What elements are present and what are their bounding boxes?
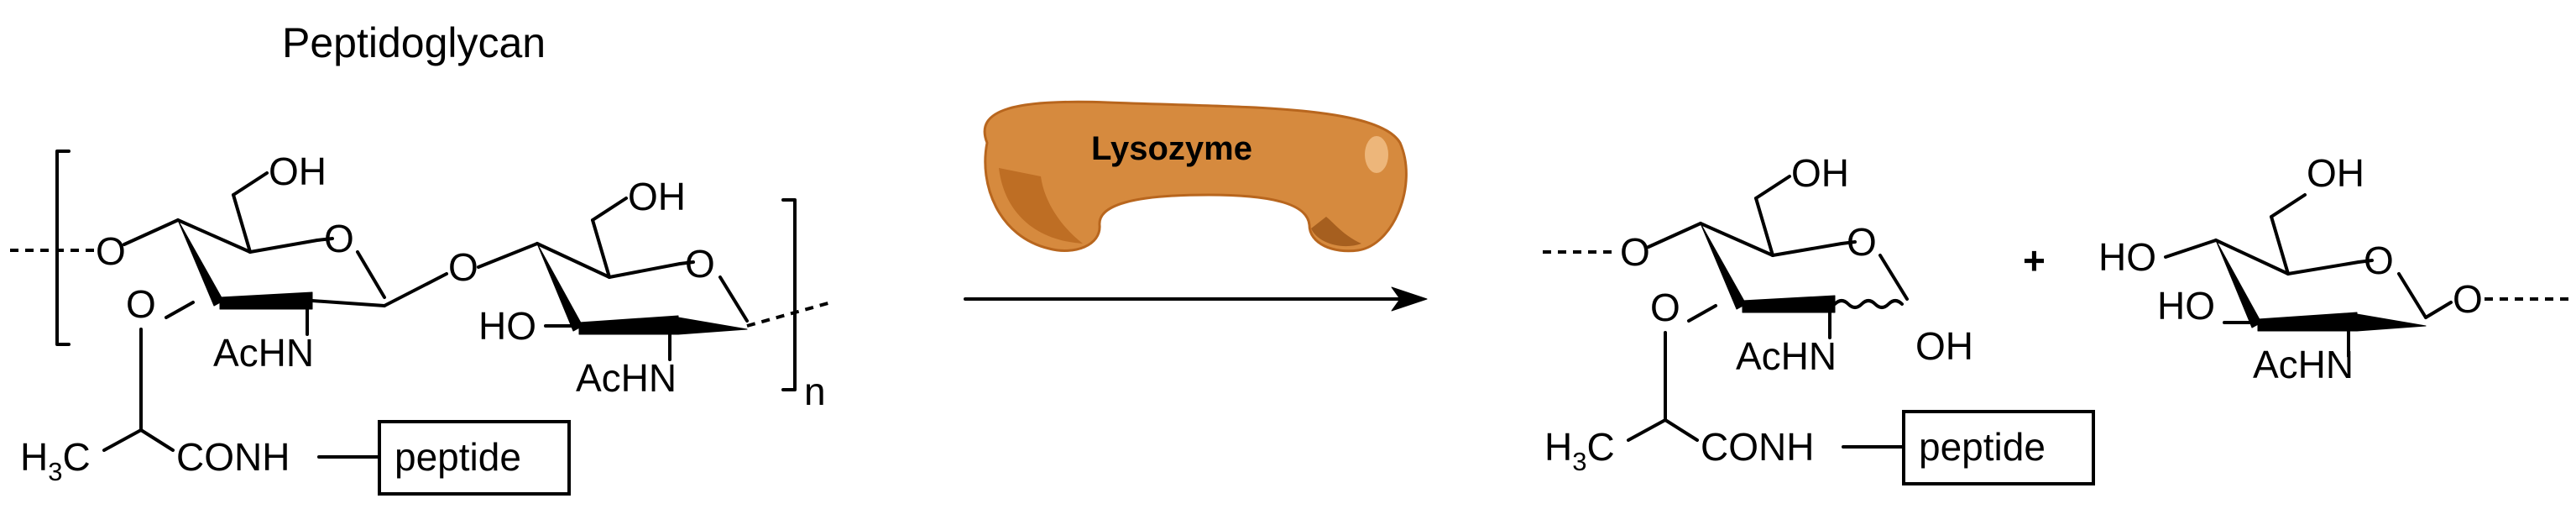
- p2-ho-2: HO: [2157, 284, 2215, 328]
- peptidoglycan-structure: n O OH O AcHN O O OH: [10, 150, 832, 496]
- p2-achn: AcHN: [2253, 343, 2354, 386]
- p1-o-left: O: [1620, 230, 1650, 274]
- lysozyme-enzyme: Lysozyme: [983, 100, 1408, 253]
- plus-sign: +: [2023, 239, 2046, 282]
- right-bracket: [781, 198, 797, 391]
- p1-h3c: H3C: [1544, 425, 1615, 476]
- repeat-n: n: [804, 370, 826, 413]
- h3c-label: H3C: [20, 435, 91, 486]
- conh-label: CONH: [176, 435, 290, 479]
- o-left-label: O: [96, 229, 126, 273]
- left-bracket: [55, 150, 71, 346]
- ring2-o-ring: O: [685, 242, 715, 286]
- p1-conh: CONH: [1701, 425, 1814, 469]
- peptide-label: peptide: [394, 435, 521, 479]
- p1-wavy-bond: [1833, 299, 1904, 309]
- arrow-head: [1391, 286, 1428, 312]
- ring1-oh: OH: [269, 150, 327, 193]
- title: Peptidoglycan: [282, 19, 546, 66]
- product-1-structure: O OH O OH AcHN O H3C CONH peptide: [1543, 151, 2095, 485]
- p2-ho-1: HO: [2098, 235, 2156, 279]
- ring1-o-ether: O: [126, 282, 156, 326]
- p1-o-ring: O: [1847, 220, 1877, 264]
- ring2-ho: HO: [478, 304, 536, 348]
- chain-dash-right: [746, 301, 832, 328]
- enzyme-label: Lysozyme: [1091, 130, 1252, 167]
- ring2-oh: OH: [628, 175, 686, 218]
- ring1-achn: AcHN: [213, 331, 314, 375]
- peptide-box: [378, 420, 571, 496]
- p1-oh-anomeric: OH: [1915, 324, 1973, 368]
- link-o: O: [448, 245, 478, 289]
- p2-o-right: O: [2453, 277, 2483, 321]
- enzyme-shape: [983, 100, 1408, 253]
- p2-oh-top: OH: [2307, 151, 2364, 195]
- p1-oh-top: OH: [1791, 151, 1849, 195]
- p2-o-ring: O: [2364, 239, 2394, 282]
- ring1-o-ring: O: [324, 217, 354, 260]
- p1-achn: AcHN: [1736, 334, 1837, 378]
- p1-peptide: peptide: [1919, 425, 2046, 469]
- p1-peptide-box: [1902, 410, 2095, 485]
- p1-o-ether: O: [1650, 286, 1680, 329]
- ring2-achn: AcHN: [576, 356, 677, 400]
- product-2-structure: OH O HO HO AcHN O: [2098, 151, 2568, 386]
